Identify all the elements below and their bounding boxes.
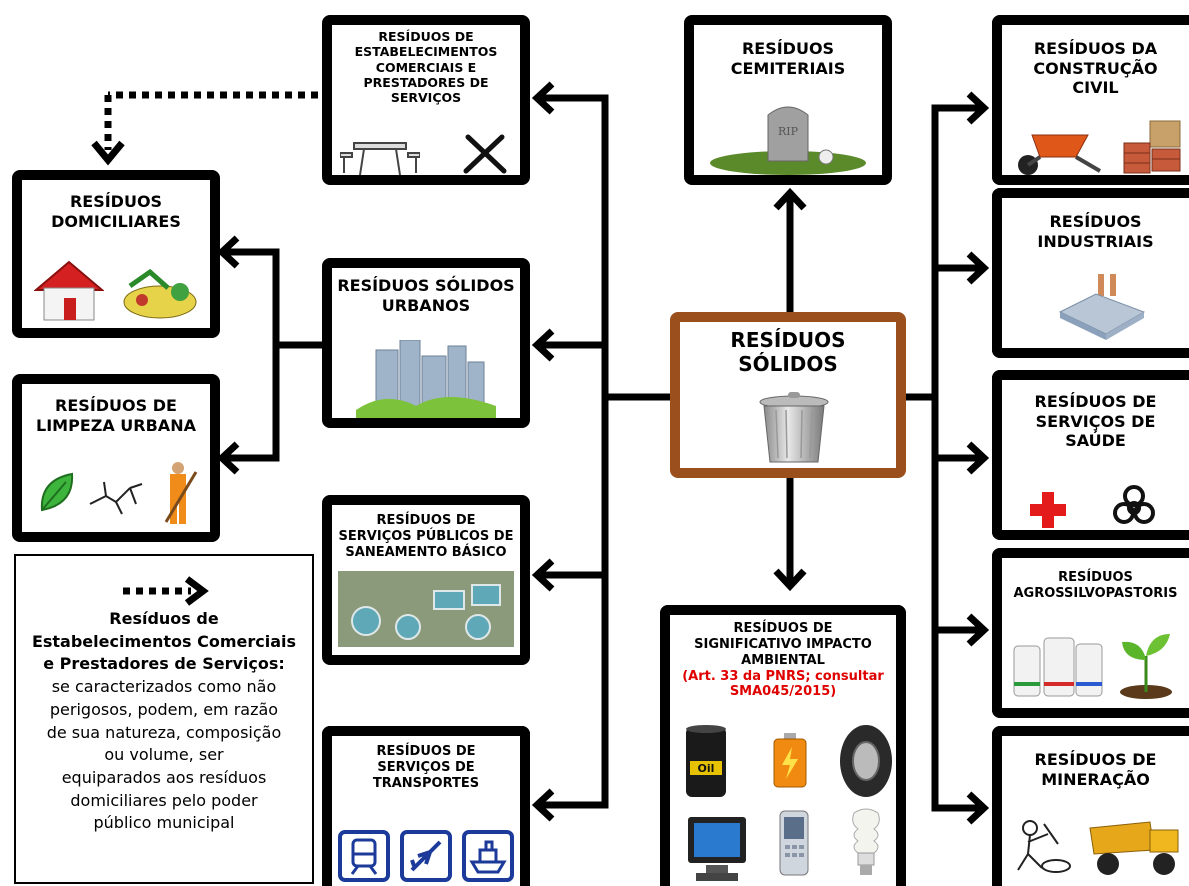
impacto-title: RESÍDUOS DE SIGNIFICATIVO IMPACTO AMBIEN…	[694, 621, 872, 668]
red-cross-icon	[1030, 492, 1066, 528]
saude-title: RESÍDUOS DE SERVIÇOS DE SAÚDE	[1034, 392, 1157, 451]
urbanos-title: RESÍDUOS SÓLIDOS URBANOS	[337, 276, 515, 315]
cell-phone-icon	[779, 810, 809, 876]
factory-icon	[1058, 274, 1146, 340]
tomb-rip-text: RIP	[778, 125, 799, 138]
box-residuos-domiciliares: RESÍDUOS DOMICILIARES	[12, 170, 220, 338]
tire-icon	[840, 725, 892, 797]
computer-monitor-icon	[688, 817, 746, 881]
box-residuos-agrossilvopastoris: RESÍDUOS AGROSSILVOPASTORIS	[992, 548, 1189, 718]
airplane-icon	[400, 830, 452, 882]
wheelbarrow-icon	[1018, 134, 1102, 175]
fork-knife-icon	[463, 134, 507, 174]
box-residuos-impacto-ambiental: RESÍDUOS DE SIGNIFICATIVO IMPACTO AMBIEN…	[660, 605, 906, 886]
industriais-title: RESÍDUOS INDUSTRIAIS	[1037, 212, 1154, 251]
center-box-residuos-solidos: RESÍDUOS SÓLIDOS	[670, 312, 906, 478]
box-residuos-saneamento: RESÍDUOS DE SERVIÇOS PÚBLICOS DE SANEAME…	[322, 495, 530, 665]
seedling-icon	[1120, 634, 1172, 699]
limpeza-title: RESÍDUOS DE LIMPEZA URBANA	[36, 396, 196, 435]
mineracao-title: RESÍDUOS DE MINERAÇÃO	[1034, 750, 1157, 789]
box-residuos-industriais: RESÍDUOS INDUSTRIAIS	[992, 188, 1189, 358]
garbage-pile-icon	[123, 268, 197, 319]
cemiteriais-title: RESÍDUOS CEMITERIAIS	[730, 39, 846, 78]
restaurant-tables-icon	[340, 142, 420, 175]
agro-title: RESÍDUOS AGROSSILVOPASTORIS	[1013, 570, 1178, 601]
trash-can-icon	[759, 392, 829, 463]
pesticide-jugs-icon	[1013, 637, 1103, 697]
tombstone-icon: RIP	[710, 106, 866, 175]
dry-branch-icon	[89, 481, 143, 515]
city-buildings-icon	[356, 340, 496, 418]
impacto-note: (Art. 33 da PNRS; consultar SMA045/2015)	[682, 668, 884, 700]
box-residuos-construcao-civil: RESÍDUOS DA CONSTRUÇÃO CIVIL	[992, 15, 1189, 185]
oil-barrel-icon: Oil	[686, 725, 726, 797]
leaf-icon	[40, 472, 74, 512]
dotted-arrow-icon	[123, 576, 209, 606]
barrel-oil-text: Oil	[698, 762, 715, 775]
bricks-icon	[1123, 120, 1181, 174]
box-residuos-cemiteriais: RESÍDUOS CEMITERIAIS RIP	[684, 15, 892, 185]
box-residuos-mineracao: RESÍDUOS DE MINERAÇÃO	[992, 726, 1189, 886]
box-residuos-limpeza-urbana: RESÍDUOS DE LIMPEZA URBANA	[12, 374, 220, 542]
battery-icon	[773, 733, 807, 788]
light-bulb-icon	[852, 808, 880, 875]
box-residuos-solidos-urbanos: RESÍDUOS SÓLIDOS URBANOS	[322, 258, 530, 428]
domiciliares-title: RESÍDUOS DOMICILIARES	[51, 192, 181, 231]
transportes-title: RESÍDUOS DE SERVIÇOS DE TRANSPORTES	[372, 744, 480, 791]
dump-truck-icon	[1089, 821, 1179, 875]
house-icon	[34, 260, 104, 321]
legend-body: se caracterizados como não perigosos, po…	[46, 677, 282, 833]
treatment-plant-icon	[338, 571, 514, 647]
ship-icon	[462, 830, 514, 882]
box-residuos-transportes: RESÍDUOS DE SERVIÇOS DE TRANSPORTES	[322, 726, 530, 886]
street-sweeper-icon	[164, 462, 198, 524]
comerciais-title: RESÍDUOS DE ESTABELECIMENTOS COMERCIAIS …	[354, 29, 498, 105]
center-title: RESÍDUOS SÓLIDOS	[730, 328, 846, 377]
box-residuos-saude: RESÍDUOS DE SERVIÇOS DE SAÚDE	[992, 370, 1189, 540]
train-icon	[338, 830, 390, 882]
legend-title: Resíduos de Estabelecimentos Comerciais …	[31, 609, 297, 674]
box-residuos-comerciais: RESÍDUOS DE ESTABELECIMENTOS COMERCIAIS …	[322, 15, 530, 185]
miner-icon	[1017, 820, 1071, 873]
legend-box: Resíduos de Estabelecimentos Comerciais …	[14, 554, 314, 884]
biohazard-icon	[1113, 485, 1155, 524]
construcao-title: RESÍDUOS DA CONSTRUÇÃO CIVIL	[1033, 39, 1158, 98]
saneamento-title: RESÍDUOS DE SERVIÇOS PÚBLICOS DE SANEAME…	[338, 513, 514, 560]
